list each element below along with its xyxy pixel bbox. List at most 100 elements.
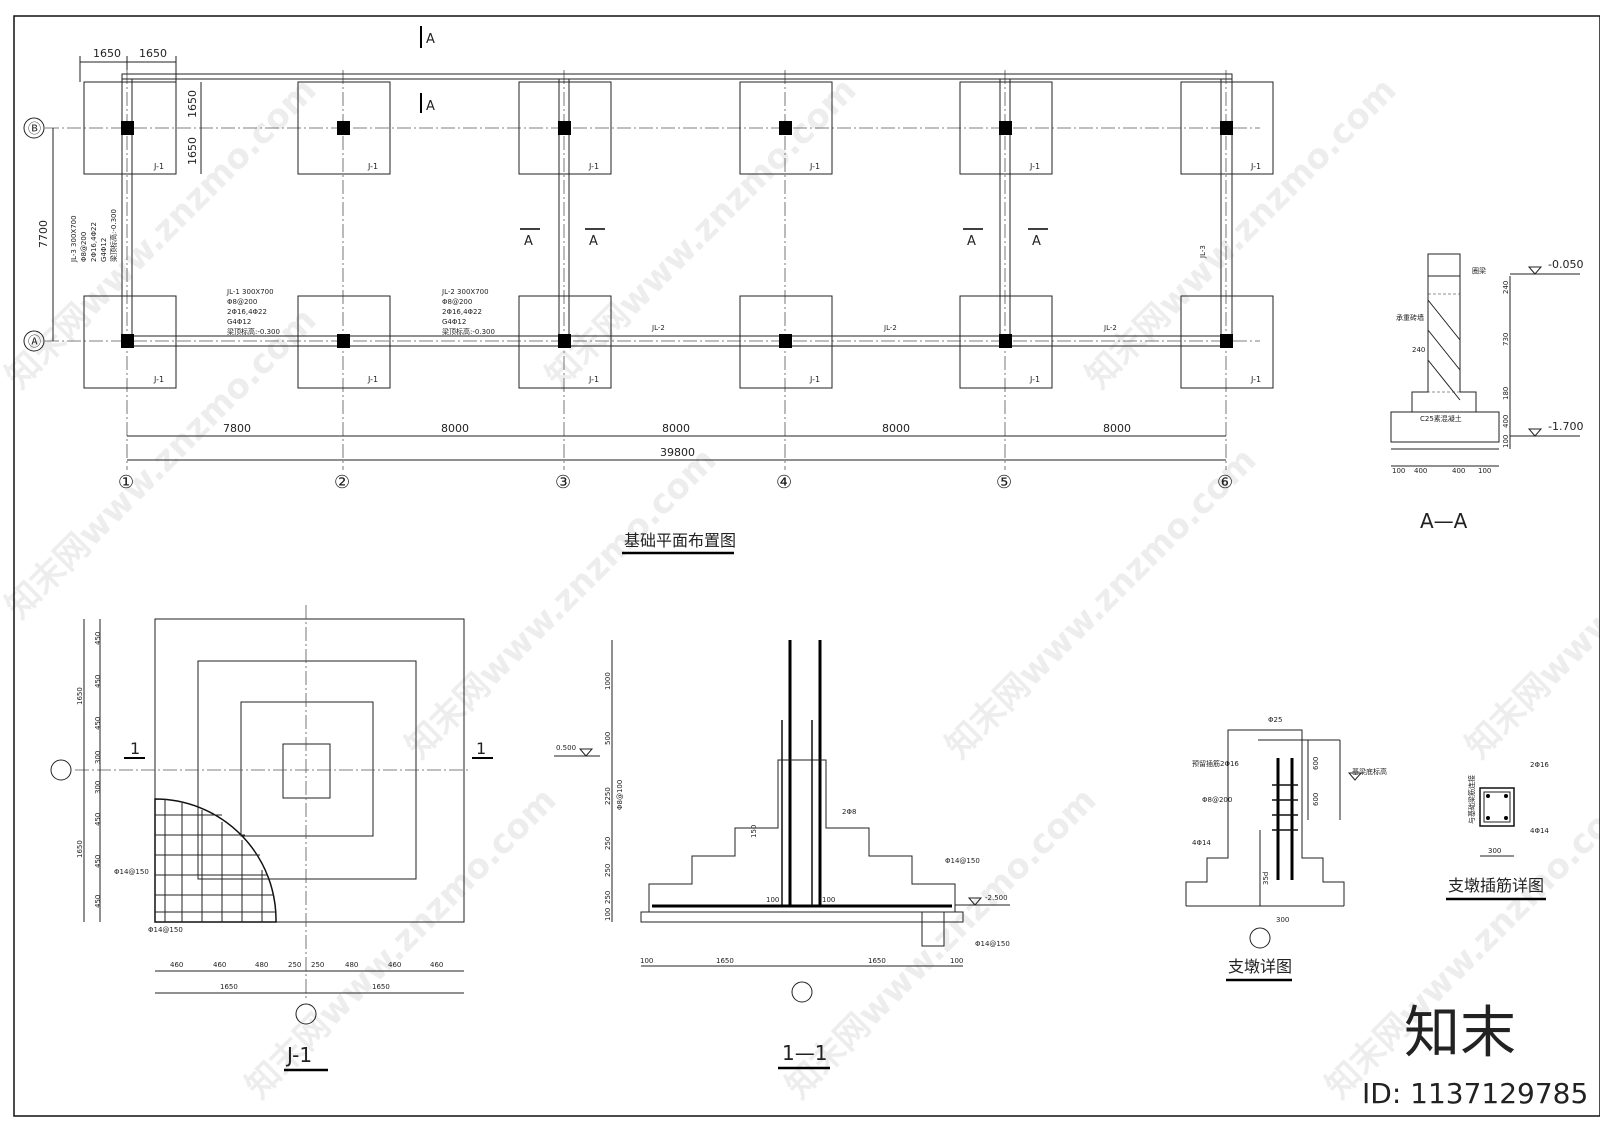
small-dim: 100 — [822, 896, 835, 904]
bay-dim: 8000 — [441, 422, 469, 435]
logo-text: 知末 — [1404, 1001, 1516, 1066]
beam-note-line: Φ8@200 — [227, 298, 257, 306]
rebar-quarter — [154, 798, 277, 923]
footing-label: J-1 — [367, 162, 378, 171]
watermark-layer: 知末网www.znzmo.com 知末网www.znzmo.com 知末网www… — [0, 70, 1600, 1106]
total-dim: 39800 — [660, 446, 695, 459]
watermark-text: 知末网www.znzmo.com — [1458, 440, 1600, 766]
ring-beam — [1427, 253, 1461, 277]
footing-j1 — [739, 81, 833, 175]
dim-text: 300 — [94, 781, 102, 794]
rebar-dot — [1486, 816, 1490, 820]
dim-text: 460 — [430, 961, 443, 969]
elev-mark — [967, 897, 983, 906]
column — [558, 121, 571, 135]
pier-label: 4Φ14 — [1192, 839, 1211, 847]
label-wall: 承重砖墙 — [1396, 313, 1424, 322]
elev-bottom: -2.500 — [985, 894, 1008, 902]
dim-total: 1650 — [76, 687, 84, 705]
label-ring-beam: 圈梁 — [1472, 266, 1486, 275]
rebar-label: Φ14@150 — [945, 857, 980, 865]
column — [779, 334, 792, 348]
jl3-label: JL-3 — [1199, 245, 1207, 259]
dim-text: 600 — [1312, 757, 1320, 770]
rebar-label: Φ14@150 — [975, 940, 1010, 948]
dim-text: 1650 — [868, 957, 886, 965]
hatch-line — [1427, 329, 1461, 371]
dim-text: 35d — [1262, 872, 1270, 885]
beam-note-line: JL-1 300X700 — [226, 288, 274, 296]
beam-note-line: 梁顶标高:-0.300 — [109, 209, 118, 262]
rebar-label: Φ14@150 — [114, 868, 149, 876]
footing-label: J-1 — [588, 375, 599, 384]
beam-note-line: Φ8@200 — [80, 232, 88, 262]
elev-top: 0.500 — [556, 744, 576, 752]
stirrup — [1483, 791, 1511, 823]
pier-rebar-title: 支墩插筋详图 — [1448, 876, 1544, 895]
watermark-text: 知末网www.znzmo.com — [1078, 70, 1404, 396]
beam-note-line: JL-2 300X700 — [441, 288, 489, 296]
section-mark: A — [426, 32, 435, 47]
concrete-label: C25素混凝土 — [1420, 414, 1462, 423]
rebar-label: Φ14@150 — [148, 926, 183, 934]
footing-j1 — [297, 81, 391, 175]
footing-label: J-1 — [588, 162, 599, 171]
small-dim: 100 — [766, 896, 779, 904]
dim-text: 1650 — [186, 90, 199, 118]
dim-text: 600 — [1312, 793, 1320, 806]
column — [121, 334, 134, 348]
axis-bubble — [1249, 927, 1271, 949]
dim-text: 450 — [94, 895, 102, 908]
width-label: 240 — [1412, 346, 1425, 354]
axis-number: ④ — [776, 472, 792, 493]
pier-detail-title: 支墩详图 — [1228, 957, 1292, 976]
bar-label: 2Φ8 — [842, 808, 856, 816]
footing-j1 — [297, 295, 391, 389]
footing-title: J-1 — [285, 1043, 312, 1067]
cut-mark: 1 — [130, 739, 140, 758]
elev-top: -0.050 — [1548, 258, 1583, 271]
section-aa: 圈梁 承重砖墙 240 C25素混凝土 240 730 180 400 100 … — [1390, 253, 1583, 533]
jl2-label: JL-2 — [1103, 324, 1117, 332]
elev-mark — [1527, 266, 1543, 275]
footing-outline — [154, 618, 465, 923]
section-11: 1000 500 2250 250 250 250 100 Φ8@100 0.5… — [554, 640, 1010, 1070]
column-stub — [282, 743, 331, 799]
dim-total: 1650 — [372, 983, 390, 991]
footing-j1-plan: Φ14@150 Φ14@150 1 1 450 450 450 300 300 … — [50, 605, 493, 1072]
dim-text: 400 — [1414, 467, 1427, 475]
column — [779, 121, 792, 135]
footing-label: J-1 — [1250, 162, 1261, 171]
rebar-dot — [1486, 794, 1490, 798]
beam-note-jl1: JL-1 300X700 Φ8@200 2Φ16,4Φ22 G4Φ12 梁顶标高… — [226, 288, 280, 336]
dim-text: 100 — [1478, 467, 1491, 475]
elev-mark — [1347, 772, 1363, 781]
section-aa-title: A—A — [1420, 509, 1468, 533]
footing-j1 — [83, 295, 177, 389]
dim-text: 250 — [604, 837, 612, 850]
footing-label: J-1 — [809, 162, 820, 171]
axis-bubble — [50, 759, 72, 781]
top-bar-label: Φ25 — [1268, 716, 1282, 724]
dim-text: 450 — [94, 675, 102, 688]
pier-section — [1479, 787, 1515, 827]
dim-text: 7700 — [37, 220, 50, 248]
bay-dim: 8000 — [662, 422, 690, 435]
pier-detail: 预留插筋2Φ16 Φ8@200 4Φ14 Φ25 基梁底标高 600 600 3… — [1185, 716, 1387, 982]
section-mark: A — [426, 99, 435, 114]
beam-note-line: G4Φ12 — [442, 318, 466, 326]
dim-text: 480 — [345, 961, 358, 969]
dim-text: 730 — [1502, 333, 1510, 346]
dim-text: 1650 — [139, 47, 167, 60]
dim-total: 1650 — [220, 983, 238, 991]
dim-total: 1650 — [76, 840, 84, 858]
dim-text: 1650 — [93, 47, 121, 60]
dim-text: 240 — [1502, 281, 1510, 294]
dim-text: 100 — [950, 957, 963, 965]
dim-text: 300 — [1276, 916, 1289, 924]
dim-text: 2250 — [604, 787, 612, 805]
footing-j1 — [1180, 81, 1274, 175]
dim-text: 480 — [255, 961, 268, 969]
column — [1220, 334, 1233, 348]
